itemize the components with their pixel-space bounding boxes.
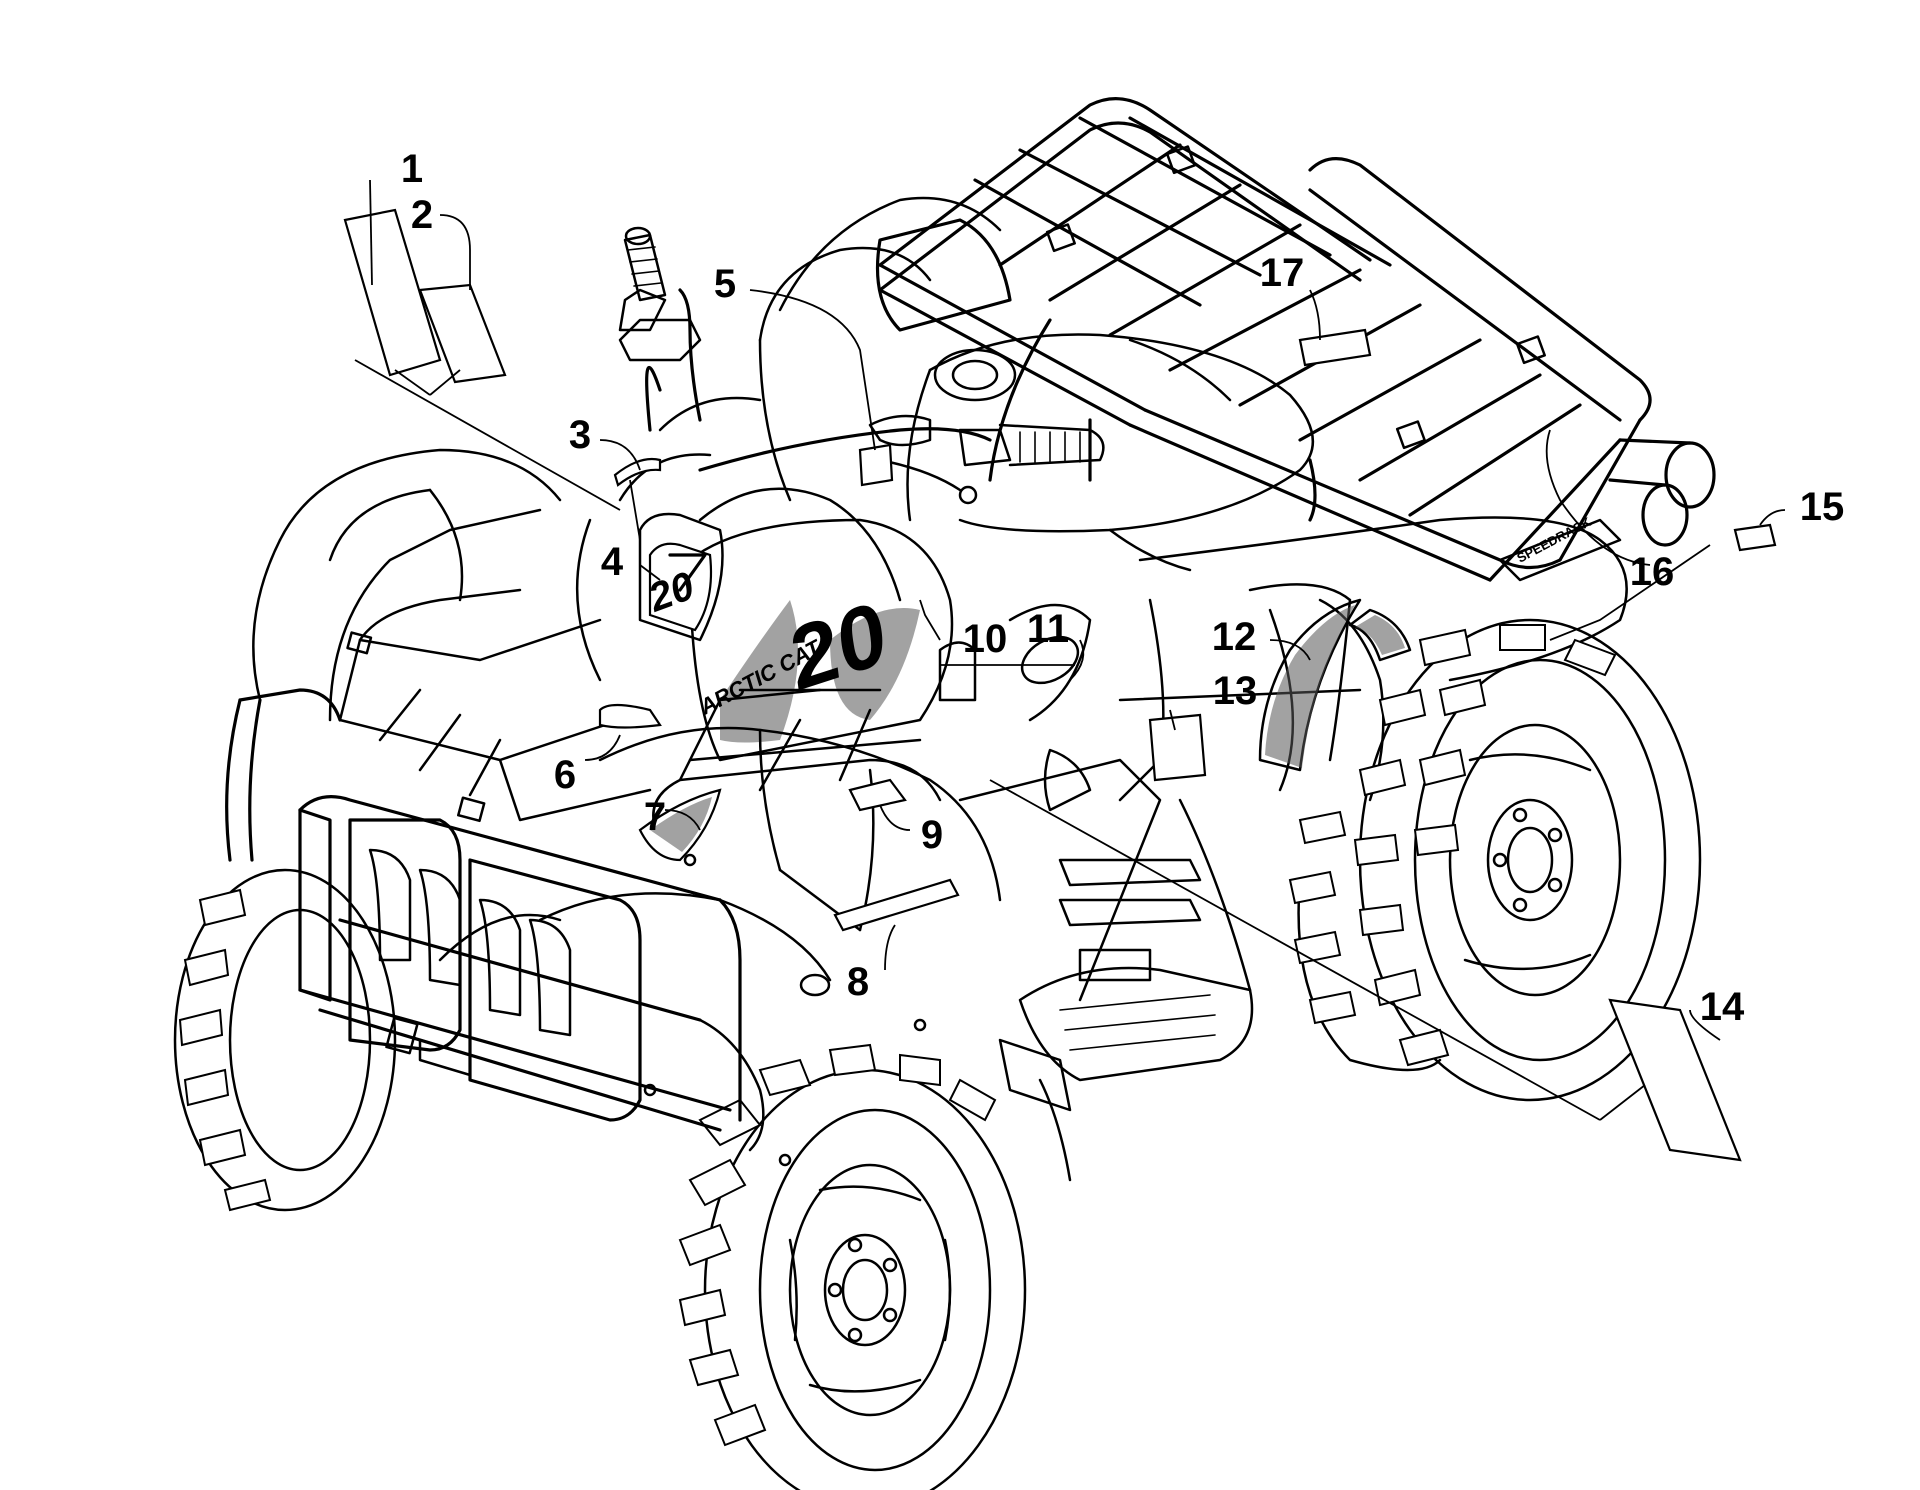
decal-15-shape — [1733, 523, 1777, 552]
callout-2: 2 — [411, 193, 433, 237]
callout-16: 16 — [1630, 550, 1675, 594]
callout-8: 8 — [847, 960, 869, 1004]
callout-11: 11 — [1027, 607, 1069, 651]
callout-4: 4 — [601, 540, 624, 584]
decal-2-shape — [418, 283, 507, 384]
callout-10: 10 — [963, 617, 1008, 661]
callout-15: 15 — [1800, 485, 1845, 529]
decal-13-shape — [1148, 713, 1207, 782]
decal-3-shape — [613, 457, 662, 487]
atv-body: ARCTIC CAT 20 — [252, 196, 1628, 1182]
rear-right-wheel — [1353, 618, 1702, 1102]
decal-parts — [343, 179, 1786, 1162]
front-right-wheel — [678, 1043, 1027, 1490]
rear-rack: SPEEDRACK — [875, 96, 1716, 582]
decal-6-shape — [598, 703, 662, 729]
callout-12: 12 — [1212, 615, 1257, 659]
callout-3: 3 — [569, 413, 591, 457]
callout-1: 1 — [401, 147, 423, 191]
callout-9: 9 — [921, 813, 943, 857]
front-bumper — [225, 508, 765, 1152]
decal-9-shape — [848, 778, 907, 812]
callout-labels: 1 2 3 4 5 6 7 8 9 10 11 12 13 14 15 16 1… — [401, 147, 1844, 1029]
decal-17-shape — [1298, 328, 1372, 367]
decal-1-shape — [343, 208, 442, 377]
callout-6: 6 — [554, 753, 576, 797]
decal-5-shape — [858, 443, 894, 487]
callout-7: 7 — [644, 795, 666, 839]
callout-5: 5 — [714, 262, 736, 306]
callout-14: 14 — [1700, 985, 1745, 1029]
handlebars: 20 — [618, 226, 1105, 642]
callout-13: 13 — [1213, 669, 1258, 713]
callout-17: 17 — [1260, 251, 1305, 295]
decal-14-shape — [1608, 998, 1742, 1162]
front-left-wheel — [173, 868, 397, 1212]
